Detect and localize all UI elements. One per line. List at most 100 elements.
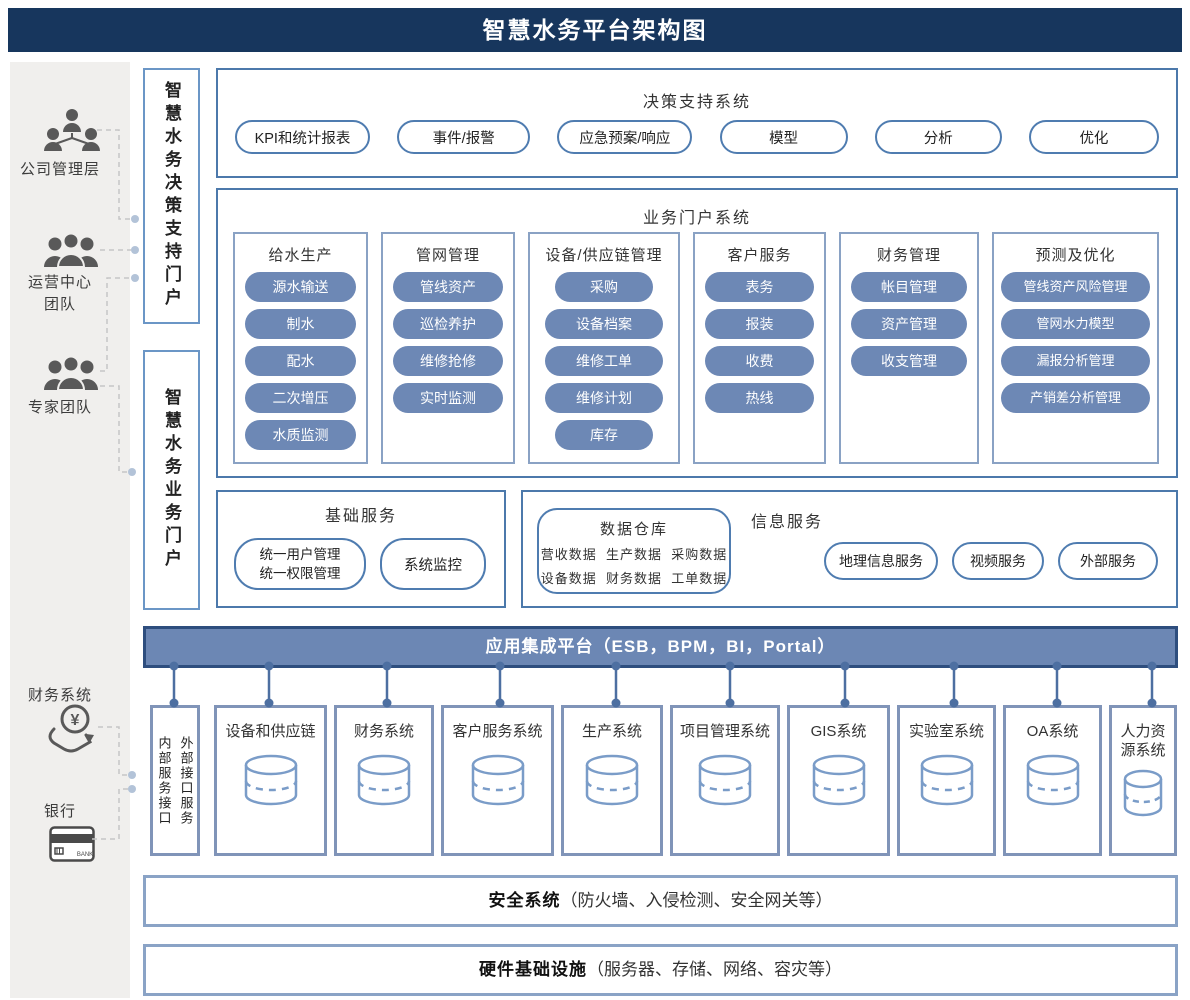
security-bar-detail: （防火墙、入侵检测、安全网关等）: [560, 891, 833, 910]
business-column-forecast: 预测及优化 管线资产风险管理 管网水力模型 漏报分析管理 产销差分析管理: [992, 232, 1159, 464]
unified-perm-mgmt: 统一权限管理: [259, 566, 341, 581]
column-title: 客户服务: [727, 247, 792, 264]
pill-item[interactable]: 二次增压: [245, 383, 356, 413]
pill-item[interactable]: 采购: [555, 272, 653, 302]
pill-item[interactable]: 维修计划: [545, 383, 663, 413]
business-column-production: 给水生产 源水输送 制水 配水 二次增压 水质监测: [233, 232, 368, 464]
decision-item-model[interactable]: 模型: [719, 120, 848, 154]
decision-item-optimize[interactable]: 优化: [1028, 120, 1159, 154]
pill-item[interactable]: 产销差分析管理: [1001, 383, 1150, 413]
database-icon: [1123, 769, 1163, 817]
integration-platform-bar: 应用集成平台（ESB，BPM，BI，Portal）: [143, 626, 1178, 668]
page-title: 智慧水务平台架构图: [8, 8, 1182, 52]
database-icon: [585, 754, 639, 806]
unified-user-mgmt: 统一用户管理: [259, 547, 341, 562]
pill-item[interactable]: 管线资产风险管理: [1001, 272, 1150, 302]
data-info-box: 数据仓库 营收数据 生产数据 采购数据 设备数据 财务数据 工单数据 信息服务 …: [521, 490, 1178, 608]
decision-item-events[interactable]: 事件/报警: [397, 120, 531, 154]
pill-item[interactable]: 表务: [705, 272, 814, 302]
system-finance: 财务系统: [334, 705, 434, 856]
pill-item[interactable]: 制水: [245, 309, 356, 339]
tab-decision-portal[interactable]: 智慧水务决策支持门户: [143, 68, 200, 324]
pill-item[interactable]: 巡检养护: [393, 309, 503, 339]
bank-card-icon: BANK: [49, 826, 95, 862]
actor-label-operations-1: 运营中心: [27, 274, 92, 291]
column-title: 管网管理: [415, 247, 480, 264]
actor-label-bank: 银行: [43, 803, 76, 820]
system-hr: 人力资源系统: [1109, 705, 1177, 856]
tab-business-portal-label: 智慧水务业务门户: [162, 388, 181, 572]
column-title: 财务管理: [876, 247, 941, 264]
system-laboratory: 实验室系统: [897, 705, 996, 856]
hardware-bar-title: 硬件基础设施: [479, 960, 587, 979]
system-title: 设备和供应链: [225, 723, 316, 740]
pill-item[interactable]: 库存: [555, 420, 653, 450]
decision-support-title: 决策支持系统: [642, 94, 751, 111]
system-project-mgmt: 项目管理系统: [670, 705, 780, 856]
system-title: 实验室系统: [908, 723, 984, 740]
info-services-title: 信息服务: [751, 514, 824, 531]
database-icon: [812, 754, 865, 806]
video-service-pill[interactable]: 视频服务: [952, 542, 1044, 580]
pill-item[interactable]: 维修工单: [545, 346, 663, 376]
tab-business-portal[interactable]: 智慧水务业务门户: [143, 350, 200, 610]
system-monitor-pill[interactable]: 系统监控: [380, 538, 486, 590]
pill-item[interactable]: 配水: [245, 346, 356, 376]
data-warehouse-row: 营收数据 生产数据 采购数据: [540, 547, 728, 562]
business-portal-box: 业务门户系统 给水生产 源水输送 制水 配水 二次增压 水质监测 管网管理 管线…: [216, 188, 1178, 478]
pill-item[interactable]: 维修抢修: [393, 346, 503, 376]
business-portal-title: 业务门户系统: [642, 210, 751, 227]
external-service-pill[interactable]: 外部服务: [1058, 542, 1158, 580]
org-chart-icon: [40, 108, 104, 154]
database-icon: [920, 754, 973, 806]
pill-item[interactable]: 水质监测: [245, 420, 356, 450]
pill-item[interactable]: 设备档案: [545, 309, 663, 339]
decision-item-emergency[interactable]: 应急预案/响应: [557, 120, 693, 154]
system-production: 生产系统: [561, 705, 663, 856]
team-icon-experts: [42, 354, 100, 390]
pill-item[interactable]: 实时监测: [393, 383, 503, 413]
systems-row: 设备和供应链 财务系统 客户服务系统 生产系统: [214, 705, 1178, 856]
pill-item[interactable]: 收费: [705, 346, 814, 376]
database-icon: [1026, 754, 1079, 806]
pill-item[interactable]: 管线资产: [393, 272, 503, 302]
pill-item[interactable]: 管网水力模型: [1001, 309, 1150, 339]
database-icon: [357, 754, 411, 806]
tab-decision-portal-label: 智慧水务决策支持门户: [162, 81, 181, 311]
decision-item-analysis[interactable]: 分析: [874, 120, 1002, 154]
svg-text:BANK: BANK: [77, 852, 93, 858]
business-column-customer: 客户服务 表务 报装 收费 热线: [693, 232, 826, 464]
hardware-bar: 硬件基础设施（服务器、存储、网络、容灾等）: [143, 944, 1178, 996]
base-services-box: 基础服务 统一用户管理 统一权限管理 系统监控: [216, 490, 506, 608]
system-equipment-supply: 设备和供应链: [214, 705, 327, 856]
decision-item-kpi[interactable]: KPI和统计报表: [235, 120, 370, 154]
pill-item[interactable]: 热线: [705, 383, 814, 413]
database-icon: [471, 754, 524, 806]
system-title: OA系统: [1026, 723, 1079, 740]
system-title: 财务系统: [353, 723, 414, 740]
column-title: 设备/供应链管理: [545, 247, 663, 264]
pill-item[interactable]: 帐目管理: [851, 272, 967, 302]
column-title: 给水生产: [268, 247, 333, 264]
hardware-bar-detail: （服务器、存储、网络、容灾等）: [587, 960, 842, 979]
database-icon: [244, 754, 297, 806]
pill-item[interactable]: 资产管理: [851, 309, 967, 339]
internal-interface-label: 内部服务接口: [156, 735, 172, 826]
system-oa: OA系统: [1003, 705, 1102, 856]
external-interface-label: 外部接口服务: [178, 735, 194, 826]
pill-item[interactable]: 收支管理: [851, 346, 967, 376]
unified-mgmt-pill[interactable]: 统一用户管理 统一权限管理: [234, 538, 366, 590]
gis-info-service-pill[interactable]: 地理信息服务: [824, 542, 938, 580]
pill-item[interactable]: 漏报分析管理: [1001, 346, 1150, 376]
svg-text:¥: ¥: [71, 712, 80, 729]
actor-label-company: 公司管理层: [19, 161, 100, 178]
data-warehouse-row: 设备数据 财务数据 工单数据: [540, 571, 728, 586]
data-warehouse-pill: 数据仓库 营收数据 生产数据 采购数据 设备数据 财务数据 工单数据: [537, 508, 731, 594]
pill-item[interactable]: 报装: [705, 309, 814, 339]
interface-box: 内部服务接口 外部接口服务: [150, 705, 200, 856]
business-column-finance: 财务管理 帐目管理 资产管理 收支管理: [839, 232, 979, 464]
system-title: 生产系统: [581, 723, 642, 740]
pill-item[interactable]: 源水输送: [245, 272, 356, 302]
decision-support-box: 决策支持系统 KPI和统计报表 事件/报警 应急预案/响应 模型 分析 优化: [216, 68, 1178, 178]
